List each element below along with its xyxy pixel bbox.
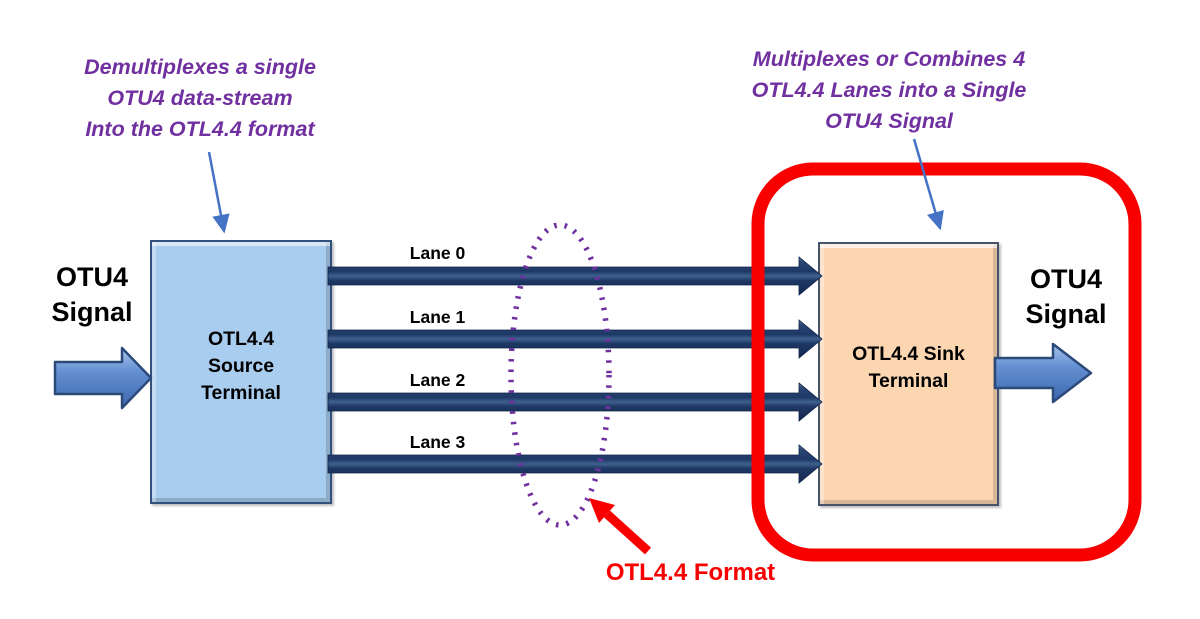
lane0-label: Lane 0: [409, 243, 466, 263]
otu4-input-arrow-icon: [53, 346, 153, 410]
source-terminal-box: OTL4.4 Source Terminal: [150, 240, 332, 504]
sink-terminal-box: OTL4.4 Sink Terminal: [818, 242, 999, 506]
lane2-label: Lane 2: [409, 370, 466, 390]
otu4-output-signal-label: OTU4 Signal: [1025, 264, 1107, 329]
lane1-label: Lane 1: [409, 307, 466, 327]
otl44-format-ellipse: [508, 222, 612, 528]
format-callout-arrow-line: [603, 510, 652, 555]
lane3-label: Lane 3: [409, 432, 466, 452]
otl44-format-label: OTL4.4 Format: [605, 559, 776, 586]
sink-terminal-label: OTL4.4 Sink Terminal: [852, 343, 965, 392]
format-callout-arrowhead-icon: [589, 498, 615, 523]
demux-callout-arrow-icon: [207, 151, 230, 234]
mux-callout-arrow-icon: [912, 138, 944, 231]
demux-annotation: Demultiplexes a single OTU4 data-stream …: [84, 55, 316, 141]
otu4-input-signal-label: OTU4 Signal: [51, 262, 133, 327]
otu4-output-arrow-icon: [993, 342, 1093, 404]
source-terminal-label: OTL4.4 Source Terminal: [201, 327, 281, 404]
mux-annotation: Multiplexes or Combines 4 OTL4.4 Lanes i…: [751, 47, 1027, 133]
